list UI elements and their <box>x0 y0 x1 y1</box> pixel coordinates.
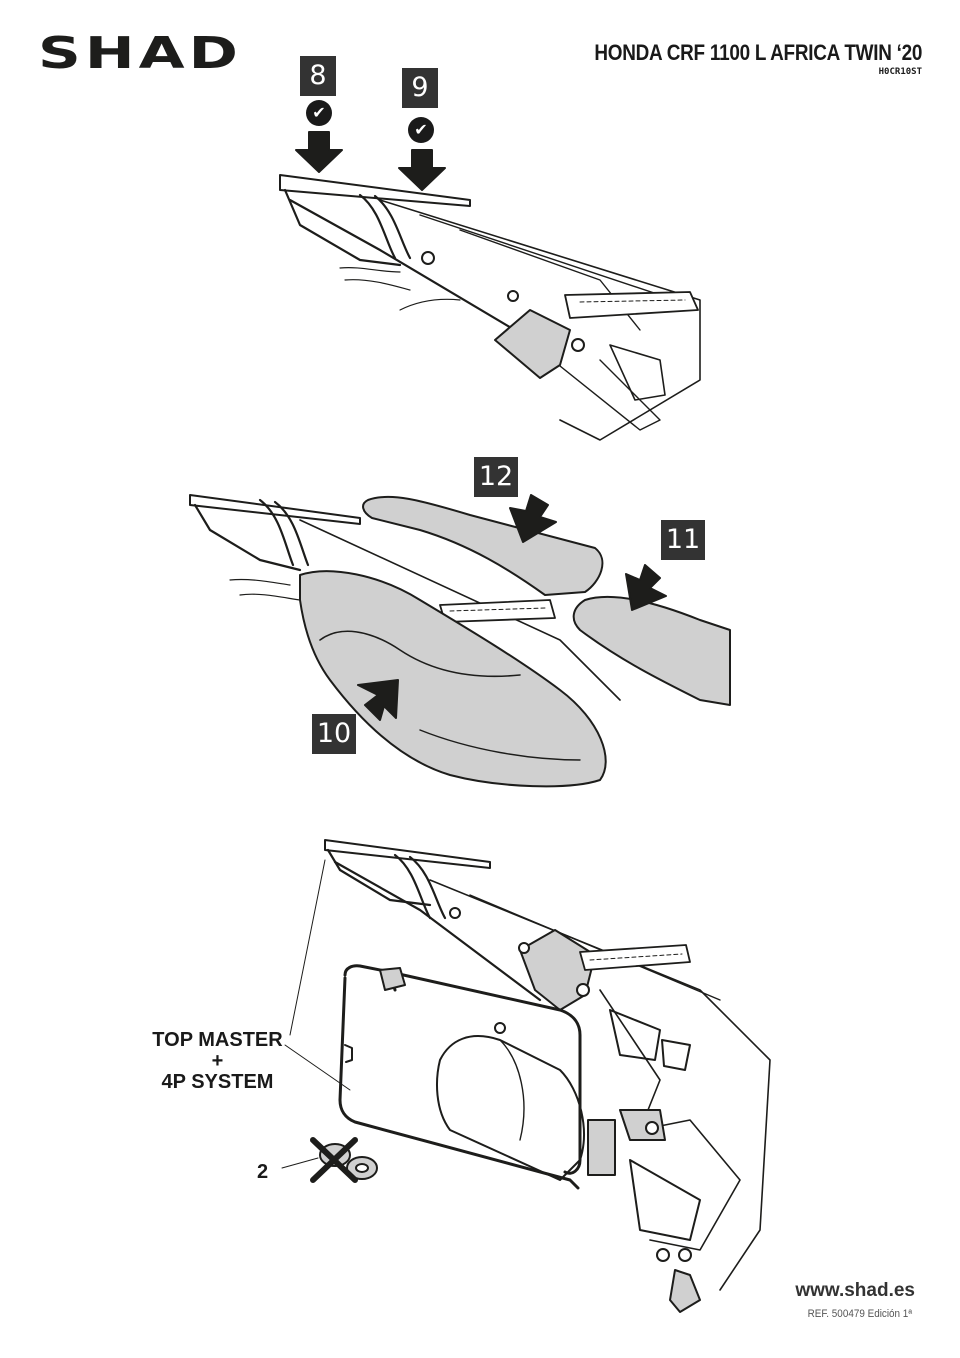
step-12-label: 12 <box>474 457 518 497</box>
model-title: HONDA CRF 1100 L AFRICA TWIN ‘20 <box>594 40 922 65</box>
website-link[interactable]: www.shad.es <box>795 1280 915 1301</box>
removed-part-quantity: 2 <box>257 1161 269 1183</box>
scene-1-rack <box>279 131 701 441</box>
step-9-label: 9 <box>402 68 438 108</box>
check-icon: ✔ <box>408 117 434 143</box>
model-header: HONDA CRF 1100 L AFRICA TWIN ‘20 H0CR10S… <box>541 40 922 77</box>
model-code: H0CR10ST <box>878 67 922 77</box>
step-11-label: 11 <box>661 520 705 560</box>
reference-number: REF. 500479 Edición 1ª <box>807 1308 912 1320</box>
step-10-label: 10 <box>312 714 356 754</box>
shad-logo: SHAD <box>38 28 242 79</box>
scene-2-covers <box>189 494 731 788</box>
check-icon: ✔ <box>306 100 332 126</box>
callout-line-3: 4P SYSTEM <box>161 1071 274 1093</box>
callout-line-1: TOP MASTER <box>152 1029 283 1051</box>
scene-3-system <box>281 839 771 1313</box>
callout-line-2: + <box>211 1050 224 1072</box>
step-8-label: 8 <box>300 56 336 96</box>
kit-callout: TOP MASTER + 4P SYSTEM <box>140 1030 295 1093</box>
